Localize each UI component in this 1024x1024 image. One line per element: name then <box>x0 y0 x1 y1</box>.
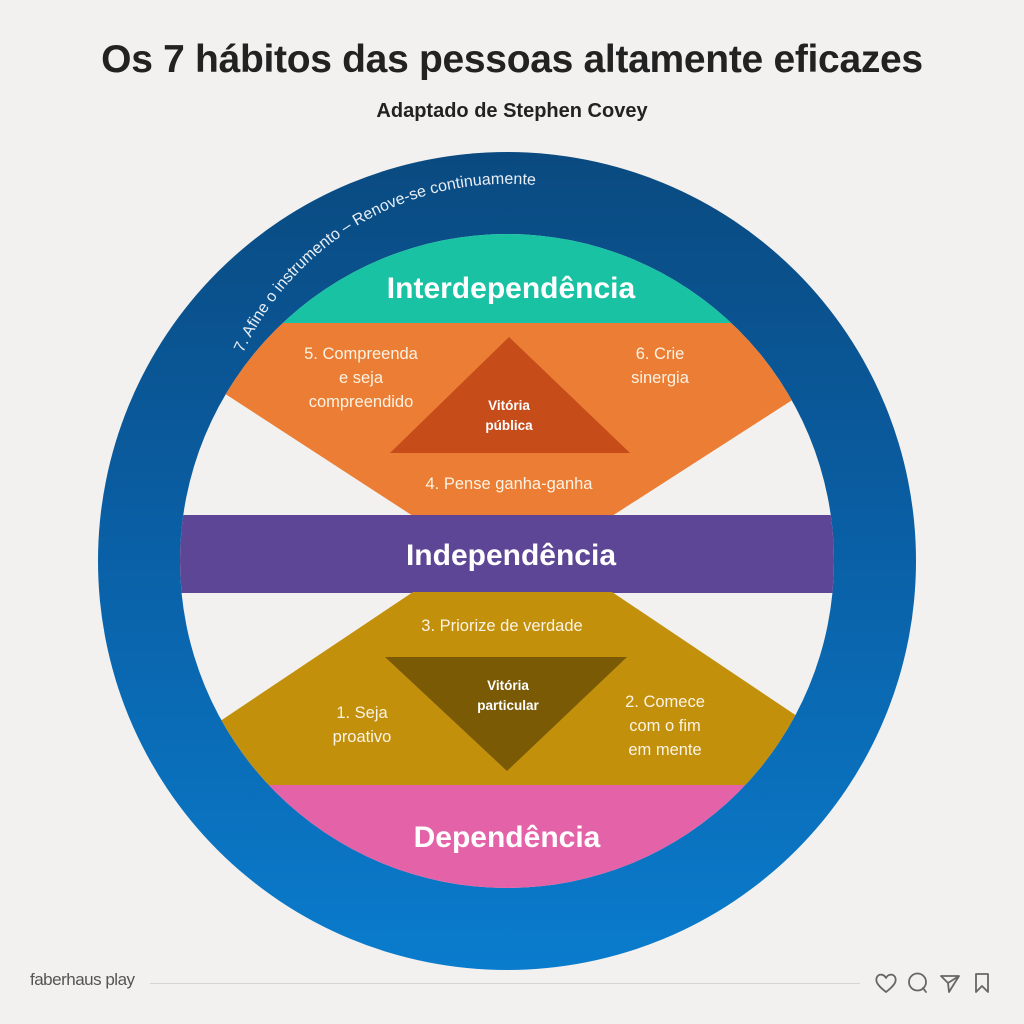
independence-band <box>180 515 834 593</box>
footer-divider <box>150 983 860 984</box>
dependence-label: Dependência <box>414 821 601 854</box>
svg-text:compreendido: compreendido <box>309 393 414 411</box>
svg-text:com o fim: com o fim <box>629 717 701 735</box>
public-victory-label: Vitória pública <box>485 398 533 433</box>
independence-label: Independência <box>406 539 616 572</box>
svg-text:proativo: proativo <box>333 728 392 746</box>
svg-text:Vitória: Vitória <box>487 678 529 693</box>
svg-text:Vitória: Vitória <box>488 398 530 413</box>
interdependence-label: Interdependência <box>387 272 636 305</box>
habit2-label: 2. Comece com o fim em mente <box>625 693 705 759</box>
public-victory-triangle <box>390 337 630 453</box>
private-victory-label: Vitória particular <box>477 678 539 713</box>
svg-text:particular: particular <box>477 698 539 713</box>
habit6-label: 6. Crie sinergia <box>631 345 690 387</box>
habit3-label: 3. Priorize de verdade <box>421 617 582 635</box>
social-actions <box>873 970 995 996</box>
svg-text:1. Seja: 1. Seja <box>336 704 388 722</box>
habit1-label: 1. Seja proativo <box>333 704 392 746</box>
svg-text:em mente: em mente <box>628 741 701 759</box>
svg-text:sinergia: sinergia <box>631 369 690 387</box>
private-victory-triangle <box>385 657 627 771</box>
send-icon[interactable] <box>937 970 963 996</box>
heart-icon[interactable] <box>873 970 899 996</box>
svg-text:6. Crie: 6. Crie <box>636 345 685 363</box>
svg-text:2. Comece: 2. Comece <box>625 693 705 711</box>
habit4-label: 4. Pense ganha-ganha <box>426 475 594 493</box>
bookmark-icon[interactable] <box>969 970 995 996</box>
svg-text:pública: pública <box>485 418 533 433</box>
svg-text:e seja: e seja <box>339 369 384 387</box>
habit5-label: 5. Compreenda e seja compreendido <box>304 345 419 411</box>
brand-logo: faberhaus play <box>30 970 135 989</box>
page-title: Os 7 hábitos das pessoas altamente efica… <box>101 38 923 81</box>
svg-text:5. Compreenda: 5. Compreenda <box>304 345 419 363</box>
page-subtitle: Adaptado de Stephen Covey <box>376 100 648 122</box>
comment-icon[interactable] <box>905 970 931 996</box>
